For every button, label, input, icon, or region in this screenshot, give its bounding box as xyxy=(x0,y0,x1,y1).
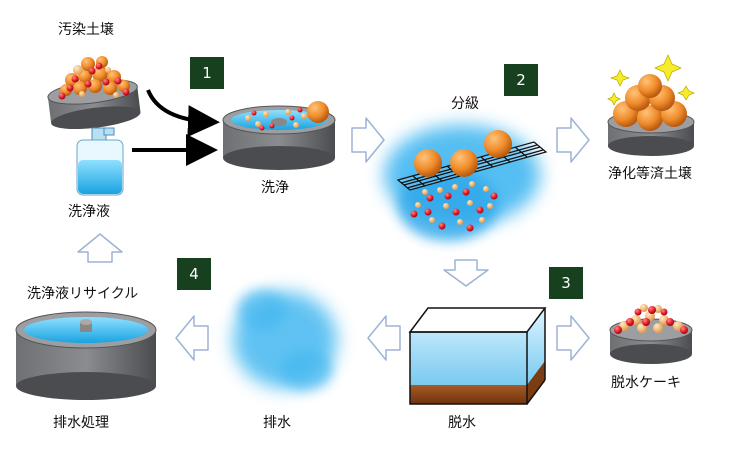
flow-arrow-dewater-to-drain xyxy=(367,315,401,361)
classification-sieve xyxy=(384,125,548,241)
flow-arrow-classify-to-purified xyxy=(556,117,590,163)
dewatering-tank xyxy=(408,307,547,405)
sparkle-icons xyxy=(607,54,695,106)
wash-recycle-label: 洗浄液リサイクル xyxy=(27,286,139,302)
step-2-box: 2 xyxy=(504,64,538,96)
dewatered-cake-tray xyxy=(609,304,693,364)
step-3-box: 3 xyxy=(549,267,583,299)
wash-liquid-label: 洗浄液 xyxy=(68,204,110,220)
dewatered-cake-label: 脱水ケーキ xyxy=(611,375,681,391)
drainage-label: 排水 xyxy=(263,415,291,431)
flow-arrow-classify-to-dewater xyxy=(443,259,489,287)
step-4-box: 4 xyxy=(177,258,211,290)
wash-liquid-bottle xyxy=(76,127,124,196)
flow-arrow-dewater-to-cake xyxy=(556,315,590,361)
classification-label: 分級 xyxy=(451,96,479,112)
drainage-treatment-label: 排水処理 xyxy=(53,415,109,431)
flow-arrow-recycle-up xyxy=(77,233,123,263)
purified-soil-label: 浄化等済土壌 xyxy=(608,166,692,182)
washing-label: 洗浄 xyxy=(261,180,289,196)
drainage-treatment-basin xyxy=(15,311,157,400)
purified-soil-tray xyxy=(607,74,695,156)
dewatering-label: 脱水 xyxy=(448,415,476,431)
step-1-box: 1 xyxy=(190,57,224,89)
contaminated-soil-label: 汚染土壌 xyxy=(58,22,114,38)
drainage-water-cloud xyxy=(233,290,337,390)
flow-arrow-wash-to-classify xyxy=(351,117,385,163)
contaminated-soil-tray xyxy=(47,56,141,130)
soil-particle-pile xyxy=(58,56,130,100)
soil-input-arrow xyxy=(146,89,220,138)
flow-arrow-drain-to-treatment xyxy=(175,315,209,361)
washing-drum xyxy=(222,101,336,170)
